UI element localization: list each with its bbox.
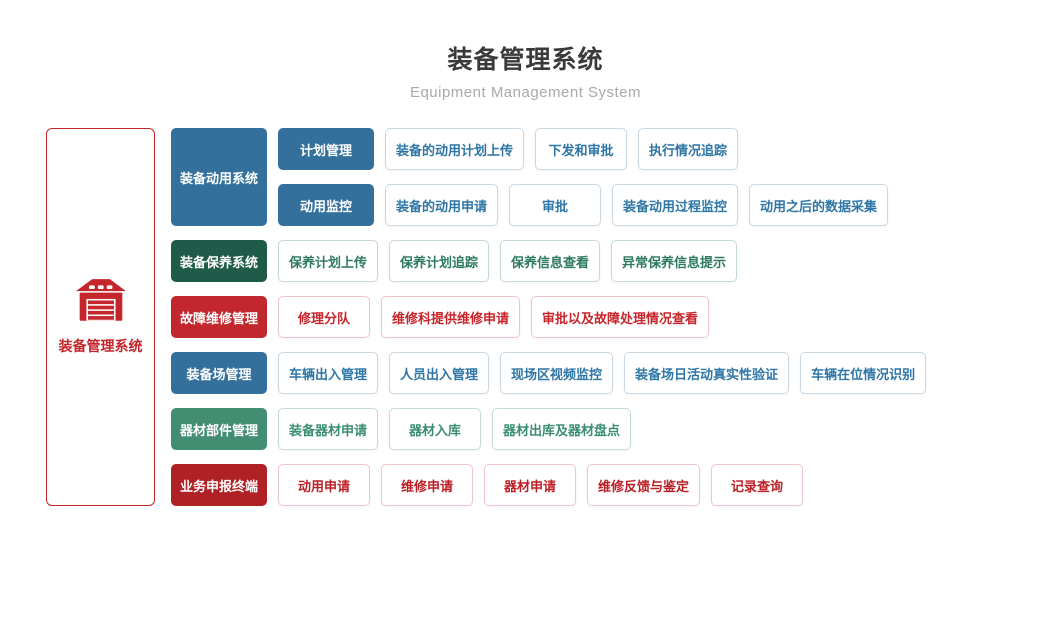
feature-box: 下发和审批 — [535, 128, 628, 170]
feature-box: 修理分队 — [278, 296, 370, 338]
feature-box: 动用之后的数据采集 — [749, 184, 889, 226]
feature-box: 车辆在位情况识别 — [800, 352, 927, 394]
feature-box: 审批以及故障处理情况查看 — [531, 296, 710, 338]
system-label-6: 业务申报终端 — [171, 464, 267, 506]
page-subtitle: Equipment Management System — [409, 84, 642, 101]
feature-box: 装备器材申请 — [278, 408, 379, 450]
feature-box: 异常保养信息提示 — [611, 240, 738, 282]
garage-icon — [75, 279, 126, 321]
feature-box: 记录查询 — [711, 464, 804, 506]
system-row-2: 装备保养系统保养计划上传保养计划追踪保养信息查看异常保养信息提示 — [171, 240, 926, 282]
feature-box: 维修科提供维修申请 — [381, 296, 521, 338]
system-label-4: 装备场管理 — [171, 352, 267, 394]
header: 装备管理系统 Equipment Management System — [0, 0, 1051, 101]
system-row-3: 故障维修管理修理分队维修科提供维修申请审批以及故障处理情况查看 — [171, 296, 926, 338]
feature-box: 人员出入管理 — [389, 352, 490, 394]
system-label-1: 装备动用系统 — [171, 128, 267, 226]
feature-box: 保养信息查看 — [500, 240, 601, 282]
subsystem-label-2: 动用监控 — [278, 184, 374, 226]
system-diagram: 装备管理系统 装备动用系统计划管理装备的动用计划上传下发和审批执行情况追踪动用监… — [46, 128, 927, 506]
system-tree: 装备动用系统计划管理装备的动用计划上传下发和审批执行情况追踪动用监控装备的动用申… — [171, 128, 927, 506]
feature-box: 维修申请 — [381, 464, 473, 506]
feature-box: 执行情况追踪 — [638, 128, 739, 170]
subsystem-row-1: 计划管理装备的动用计划上传下发和审批执行情况追踪 — [278, 128, 888, 170]
system-row-1: 装备动用系统计划管理装备的动用计划上传下发和审批执行情况追踪动用监控装备的动用申… — [171, 128, 926, 226]
feature-box: 车辆出入管理 — [278, 352, 379, 394]
subsystem-group-1: 计划管理装备的动用计划上传下发和审批执行情况追踪动用监控装备的动用申请审批装备动… — [278, 128, 889, 226]
system-label-5: 器材部件管理 — [171, 408, 267, 450]
system-label-2: 装备保养系统 — [171, 240, 267, 282]
feature-box: 现场区视频监控 — [500, 352, 614, 394]
feature-box: 保养计划追踪 — [389, 240, 490, 282]
feature-box: 装备动用过程监控 — [612, 184, 739, 226]
feature-box: 装备的动用计划上传 — [385, 128, 525, 170]
feature-box: 器材出库及器材盘点 — [492, 408, 632, 450]
feature-box: 维修反馈与鉴定 — [587, 464, 701, 506]
system-row-4: 装备场管理车辆出入管理人员出入管理现场区视频监控装备场日活动真实性验证车辆在位情… — [171, 352, 927, 394]
feature-box: 审批 — [509, 184, 602, 226]
page-title: 装备管理系统 — [447, 46, 604, 74]
root-system-label: 装备管理系统 — [58, 338, 143, 354]
feature-box: 器材申请 — [484, 464, 576, 506]
system-label-3: 故障维修管理 — [171, 296, 267, 338]
feature-box: 保养计划上传 — [278, 240, 379, 282]
system-row-6: 业务申报终端动用申请维修申请器材申请维修反馈与鉴定记录查询 — [171, 464, 926, 506]
feature-box: 器材入库 — [389, 408, 482, 450]
feature-box: 装备场日活动真实性验证 — [624, 352, 790, 394]
feature-box: 装备的动用申请 — [385, 184, 499, 226]
subsystem-label-1: 计划管理 — [278, 128, 374, 170]
feature-box: 动用申请 — [278, 464, 370, 506]
subsystem-row-2: 动用监控装备的动用申请审批装备动用过程监控动用之后的数据采集 — [278, 184, 889, 226]
root-system-box: 装备管理系统 — [46, 128, 155, 506]
system-row-5: 器材部件管理装备器材申请器材入库器材出库及器材盘点 — [171, 408, 926, 450]
